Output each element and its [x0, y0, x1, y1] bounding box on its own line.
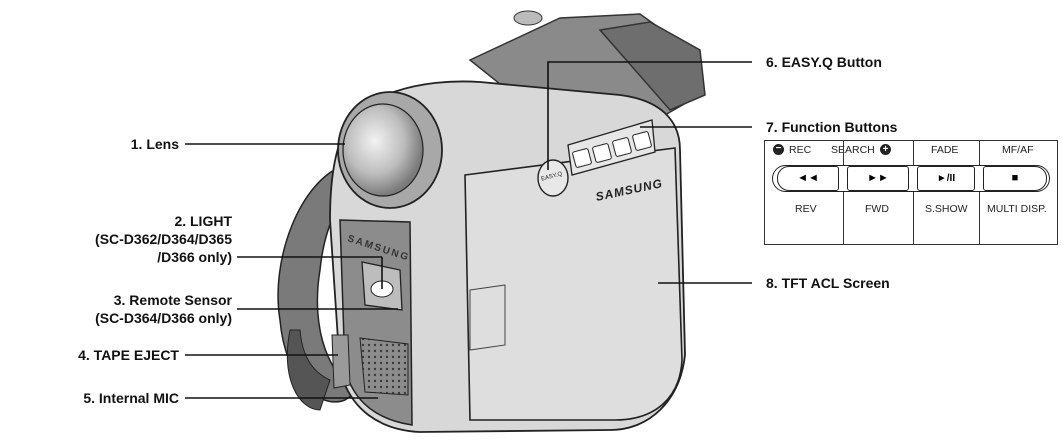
internal-mic [359, 337, 409, 396]
tape-eject-lever [331, 334, 351, 389]
multi-disp-label: MULTI DISP. [987, 203, 1047, 215]
mini-function-buttons [567, 119, 656, 176]
panel-divider [843, 141, 844, 165]
hand-strap [277, 164, 362, 411]
play-pause-button[interactable]: ►/II [917, 166, 975, 191]
callout-easyq-button: 6. EASY.Q Button [766, 54, 882, 70]
function-button-bar [772, 165, 1050, 192]
fast-forward-icon: ►► [867, 172, 889, 184]
play-pause-icon: ►/II [936, 173, 956, 184]
fast-forward-button[interactable]: ►► [847, 166, 909, 191]
rec-label: REC [789, 144, 812, 156]
stop-button[interactable]: ■ [983, 166, 1047, 191]
rewind-icon: ◄◄ [797, 172, 819, 184]
panel-divider [913, 192, 914, 244]
callout-light: 2. LIGHT (SC-D362/D364/D365 /D366 only) [95, 213, 232, 265]
easyq-button-illustration [537, 159, 569, 197]
leader-easyq [547, 61, 752, 170]
stop-icon: ■ [1011, 172, 1019, 184]
panel-divider [913, 141, 914, 165]
sshow-label: S.SHOW [925, 203, 968, 215]
leader-lines [185, 61, 752, 399]
rewind-button[interactable]: ◄◄ [777, 166, 839, 191]
callout-function-buttons: 7. Function Buttons [766, 119, 898, 135]
callout-tft-screen: 8. TFT ACL Screen [766, 275, 890, 291]
fwd-label: FWD [865, 203, 889, 215]
lens [337, 91, 443, 209]
rev-label: REV [795, 203, 817, 215]
callout-tape-eject: 4. TAPE EJECT [78, 347, 179, 363]
callout-internal-mic: 5. Internal MIC [83, 390, 179, 406]
callout-lens: 1. Lens [130, 136, 179, 152]
rec-minus-icon: − [773, 144, 784, 155]
search-label: SEARCH [831, 144, 875, 156]
panel-divider [843, 192, 844, 244]
panel-divider [979, 192, 980, 244]
mfaf-label: MF/AF [1002, 144, 1034, 156]
search-plus-icon: + [880, 144, 891, 155]
fade-label: FADE [931, 144, 959, 156]
callout-remote-sensor: 3. Remote Sensor (SC-D364/D366 only) [95, 292, 232, 326]
panel-divider [979, 141, 980, 165]
function-panel: − REC SEARCH + FADE MF/AF ◄◄ ►► ►/II ■ R… [764, 140, 1058, 245]
